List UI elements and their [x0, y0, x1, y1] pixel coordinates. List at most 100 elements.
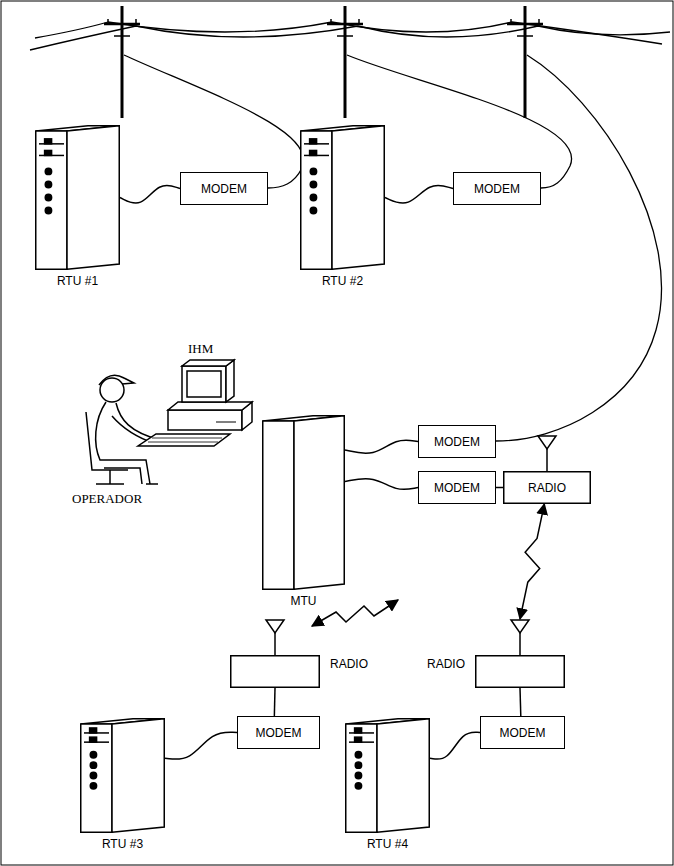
radio-drawing [231, 620, 320, 687]
power-line [30, 26, 670, 50]
cable [345, 440, 418, 453]
cable [165, 732, 237, 759]
cabinet-drawing [310, 194, 316, 200]
cabinet-drawing [67, 126, 119, 270]
cabinet-drawing [355, 737, 362, 742]
node-text: MTU [262, 594, 345, 608]
cabinet-drawing [355, 728, 362, 733]
operator-figure [99, 375, 134, 385]
cabinet-drawing [310, 207, 316, 213]
cabinet-drawing [45, 207, 51, 213]
radio-shape [475, 619, 565, 688]
cabinet-drawing [355, 783, 361, 789]
hmi-computer [168, 410, 242, 430]
cabinet-drawing [310, 181, 316, 187]
cabinet-shape [35, 125, 120, 270]
power-line [35, 22, 662, 44]
cabinet-shape [345, 718, 430, 833]
power-line [507, 23, 543, 26]
cabinet-drawing [301, 131, 332, 269]
modem-box: MODEM [453, 172, 541, 205]
node-text: MODEM [201, 182, 247, 196]
power-line [122, 6, 525, 118]
node-text: RADIO [503, 481, 591, 495]
operator-figure [96, 470, 124, 484]
cable [519, 688, 521, 716]
modem-box: MODEM [418, 425, 496, 458]
cabinet-drawing [90, 728, 97, 733]
power-line [135, 19, 137, 24]
power-line [30, 6, 670, 118]
radio-drawing [231, 656, 320, 688]
modem-box: MODEM [480, 716, 565, 749]
radio-drawing [476, 656, 565, 688]
radio-drawing [511, 620, 529, 633]
cabinet-drawing [112, 719, 164, 833]
node-text: MODEM [434, 435, 480, 449]
cable [496, 487, 503, 489]
cabinet-drawing [310, 139, 317, 144]
cabinet-drawing [90, 772, 96, 778]
hmi-computer [138, 360, 252, 446]
hmi-computer [226, 360, 234, 402]
cable [274, 688, 276, 716]
cabinet-drawing [310, 168, 316, 174]
cabinet-drawing [36, 126, 120, 270]
modem-box: MODEM [237, 716, 320, 749]
hmi-computer [168, 402, 252, 410]
node-text: RTU #1 [35, 274, 120, 288]
mtu-cabinet: MTU [262, 415, 345, 608]
radio-drawing [519, 631, 521, 655]
radio-drawing [266, 620, 284, 633]
operator-figure [86, 375, 160, 484]
power-line [108, 19, 539, 36]
hmi-computer [182, 360, 234, 366]
radio-link-arrow [312, 600, 398, 626]
node-text: MODEM [500, 726, 546, 740]
hmi-computer [216, 422, 236, 423]
radio-unit: RADIO [230, 619, 320, 688]
hmi-computer [182, 366, 226, 402]
node-text: RTU #3 [80, 837, 165, 851]
telephone-drop [124, 55, 662, 441]
rtu-cabinet: RTU #1 [35, 125, 120, 288]
cabinet-drawing [81, 719, 165, 833]
cabinet-drawing [45, 139, 52, 144]
operator-figure [146, 483, 158, 485]
telephone-drop [124, 55, 304, 188]
radio-drawing [274, 631, 276, 655]
cabinet-drawing [36, 131, 67, 269]
node-text: MODEM [474, 182, 520, 196]
cabinet-drawing [45, 181, 51, 187]
hmi-computer [148, 438, 222, 442]
radio-drawing [538, 436, 556, 449]
node-text: RADIO [330, 657, 368, 671]
cable [430, 732, 480, 759]
cabinet-drawing [81, 724, 112, 832]
power-line [327, 23, 363, 26]
cabinet-shape [300, 125, 385, 270]
power-line [330, 19, 332, 24]
cabinet-drawing [90, 737, 97, 742]
operator-label: OPERADOR [72, 492, 142, 506]
power-line [114, 35, 130, 37]
radio-drawing [504, 436, 591, 503]
cable [120, 186, 180, 204]
cabinet-shape [80, 718, 165, 833]
radio-unit: RADIO [475, 619, 565, 688]
power-line [538, 19, 540, 24]
cabinet-shape [262, 415, 345, 590]
cabinet-drawing [377, 719, 429, 833]
radio-drawing [546, 447, 548, 471]
power-line [104, 23, 543, 26]
cabinet-drawing [90, 783, 96, 789]
node-text: RADIO [427, 657, 465, 671]
node-text: RTU #2 [300, 274, 385, 288]
radio-link [520, 504, 544, 619]
hmi-computer [138, 434, 230, 446]
power-line [104, 23, 140, 26]
